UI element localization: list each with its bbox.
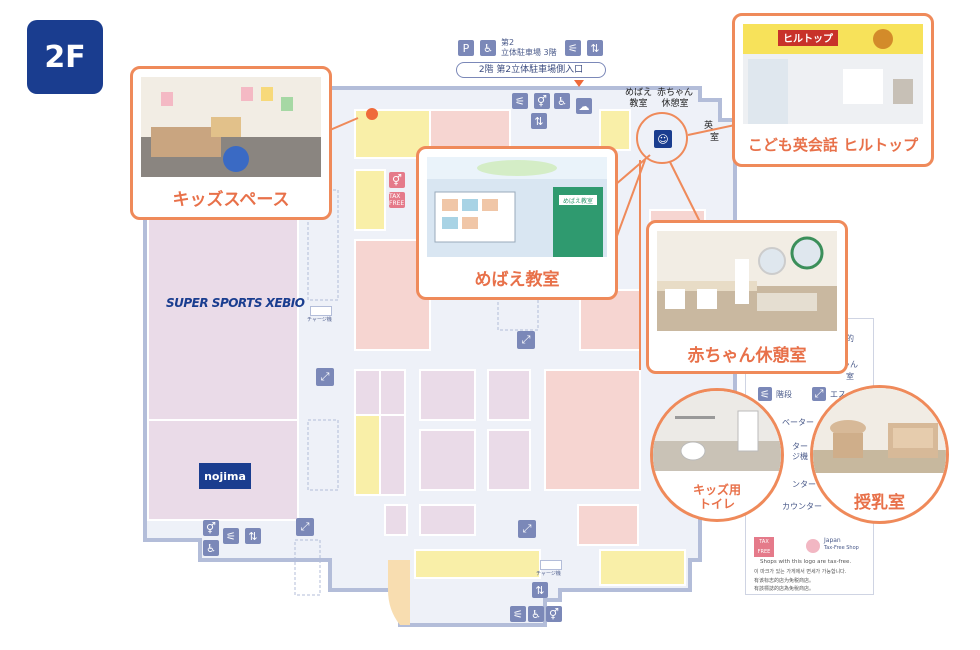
nursing-room-title: 授乳室 bbox=[854, 493, 905, 513]
entrance-arrow-icon bbox=[574, 80, 584, 87]
restroom-icon: ⚥ bbox=[534, 93, 550, 109]
charge-machine-label: チャージ機 bbox=[536, 571, 561, 577]
kids-toilet-title: キッズ用トイレ bbox=[692, 483, 741, 511]
mebae-photo: めばえ教室 bbox=[427, 157, 607, 257]
elevator-icon: ⇅ bbox=[532, 582, 548, 598]
baby-room-marker bbox=[636, 112, 688, 164]
baby-room-title: 赤ちゃん休憩室 bbox=[687, 346, 807, 366]
elevator-icon: ⇅ bbox=[587, 40, 603, 56]
stairs-icon: ⚟ bbox=[512, 93, 528, 109]
baby-room-callout[interactable]: 赤ちゃん休憩室 bbox=[646, 220, 848, 374]
mebae-sign: めばえ教室 bbox=[563, 197, 593, 205]
kids-space-callout[interactable]: キッズスペース bbox=[130, 66, 332, 220]
stairs-icon: ⚟ bbox=[565, 40, 581, 56]
restroom-icon: ⚥ bbox=[203, 520, 219, 536]
tax-free-icon: TAX FREE bbox=[754, 537, 774, 557]
kids-toilet-callout[interactable]: キッズ用トイレ bbox=[650, 388, 784, 522]
mebae-callout[interactable]: めばえ教室 めばえ教室 bbox=[416, 146, 618, 300]
nursing-room-callout[interactable]: 授乳室 bbox=[810, 385, 949, 524]
wheelchair-icon: ♿ bbox=[203, 540, 219, 556]
restroom-icon: ⚥ bbox=[546, 606, 562, 622]
elevator-icon: ⇅ bbox=[531, 113, 547, 129]
floor-badge: 2F bbox=[27, 20, 103, 94]
mebae-small-label: めばえ教室 bbox=[625, 88, 653, 109]
xebio-logo: SUPER SPORTS XEBIO bbox=[166, 296, 305, 310]
escalator-icon: ⤢ bbox=[296, 518, 314, 536]
kids-space-photo bbox=[141, 77, 321, 177]
hilltop-title: こども英会話 ヒルトップ bbox=[747, 136, 919, 154]
floor-label: 2F bbox=[44, 39, 86, 75]
kids-space-marker bbox=[366, 108, 378, 120]
hilltop-photo: ヒルトップ bbox=[743, 24, 923, 124]
parking-entrance-label: 2階 第2立体駐車場側入口 bbox=[456, 62, 606, 78]
shop-partial-label: 室 bbox=[710, 133, 720, 143]
baby-room-photo bbox=[657, 231, 837, 331]
wheelchair-icon: ♿ bbox=[528, 606, 544, 622]
kids-toilet-photo bbox=[653, 391, 781, 471]
escalator-icon: ⤢ bbox=[517, 331, 535, 349]
nojima-logo: nojima bbox=[199, 463, 251, 489]
parking-icon: P bbox=[458, 40, 474, 56]
escalator-icon: ⤢ bbox=[518, 520, 536, 538]
baby-room-icon: ☺ bbox=[654, 130, 672, 148]
elevator-icon: ⇅ bbox=[245, 528, 261, 544]
hilltop-partial-label: 英 bbox=[704, 121, 714, 131]
escalator-icon: ⤢ bbox=[316, 368, 334, 386]
accessible-parking-icon: ♿ bbox=[480, 40, 496, 56]
nursing-room-photo bbox=[813, 388, 946, 473]
tax-free-icon: TAX FREE bbox=[389, 192, 405, 208]
kids-space-title: キッズスペース bbox=[172, 190, 290, 210]
hilltop-sign: ヒルトップ bbox=[783, 32, 834, 45]
smoking-icon: ☁ bbox=[576, 98, 592, 114]
hilltop-callout[interactable]: ヒルトップ こども英会話 ヒルトップ bbox=[732, 13, 934, 167]
charge-machine-icon bbox=[310, 306, 332, 316]
charge-machine-label: チャージ機 bbox=[307, 317, 332, 323]
xebio-area bbox=[147, 209, 299, 421]
baby-small-label: 赤ちゃん休憩室 bbox=[657, 88, 694, 109]
stairs-icon: ⚟ bbox=[223, 528, 239, 544]
japan-taxfree-icon bbox=[806, 539, 820, 553]
restroom-icon: ⚥ bbox=[389, 172, 405, 188]
wheelchair-icon: ♿ bbox=[554, 93, 570, 109]
charge-machine-icon bbox=[540, 560, 562, 570]
stairs-icon: ⚟ bbox=[510, 606, 526, 622]
mebae-title: めばえ教室 bbox=[474, 270, 560, 290]
